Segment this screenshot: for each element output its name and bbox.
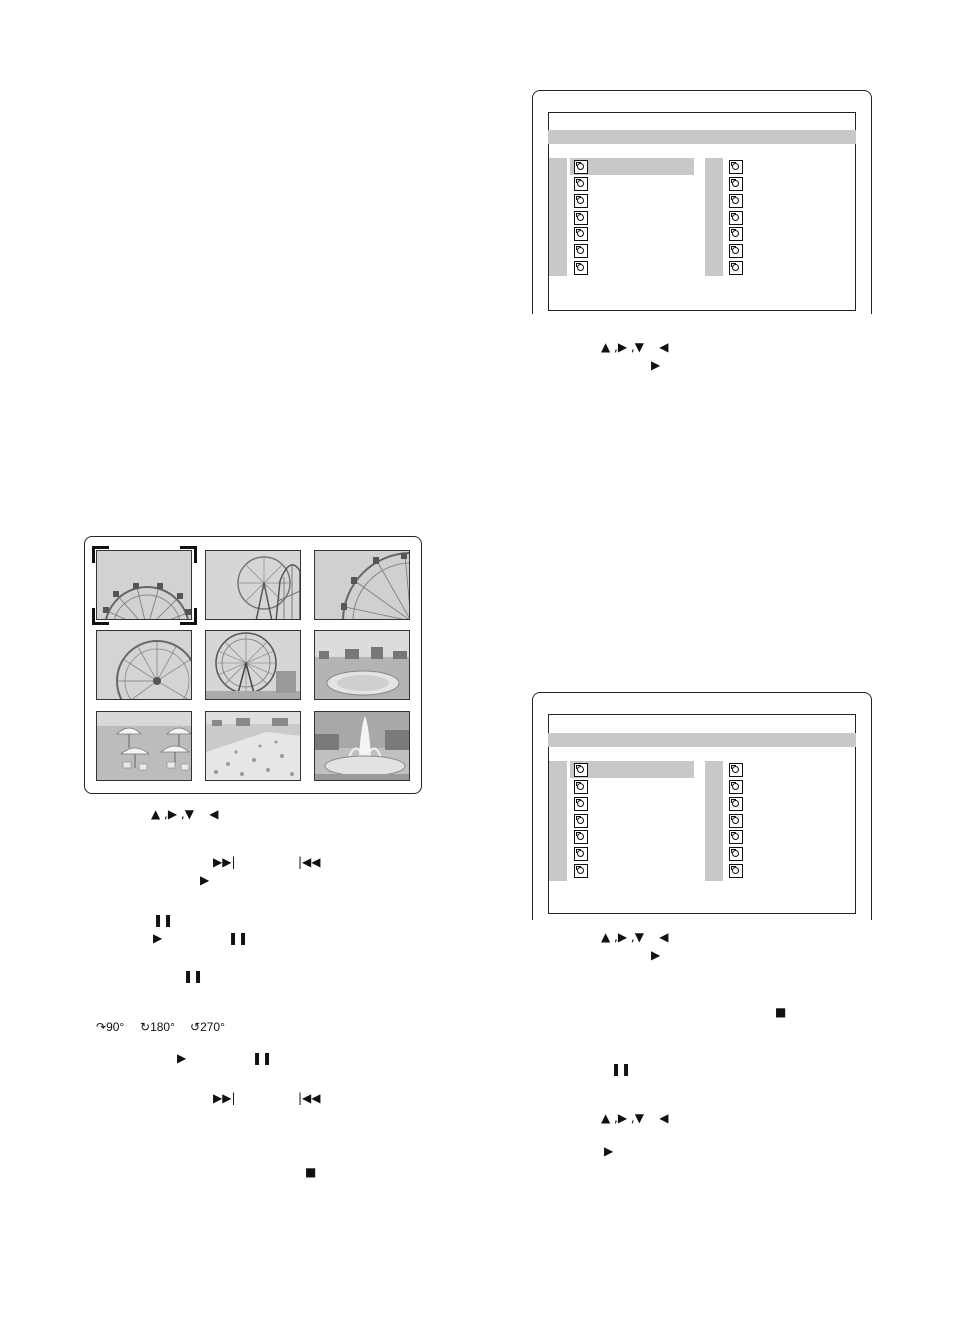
park-umbrellas-photo-icon: [97, 712, 191, 780]
folder-column-left: [549, 761, 567, 881]
ferris-wheel-rollercoaster-photo-icon: [206, 551, 300, 619]
thumbnail-4[interactable]: [96, 630, 192, 700]
thumbnail-3[interactable]: [314, 550, 410, 620]
file-icon[interactable]: [729, 763, 743, 777]
file-icon[interactable]: [574, 864, 588, 878]
ferris-wheel-full-photo-icon: [206, 631, 300, 699]
file-list-header-bar: [548, 733, 856, 747]
play-icon: ▶: [604, 1144, 614, 1158]
thumbnail-8[interactable]: [205, 711, 301, 781]
thumbnail-9[interactable]: [314, 711, 410, 781]
selection-corner-bl: [92, 608, 109, 625]
next-icon: ▶▶|: [213, 855, 236, 869]
pause-icon: ❚❚: [153, 913, 174, 927]
thumbnail-5[interactable]: [205, 630, 301, 700]
thumbnail-1[interactable]: [96, 550, 192, 620]
file-icon[interactable]: [574, 763, 588, 777]
file-icon[interactable]: [729, 780, 743, 794]
arrow-up-right-down-icon: ▲ ,▶ ,▼ ◀: [151, 807, 219, 821]
file-icon[interactable]: [574, 780, 588, 794]
folder-column-right: [705, 158, 723, 276]
arrow-up-right-down-icon: ▲ ,▶ ,▼ ◀: [601, 1111, 669, 1125]
play-icon: ▶: [177, 1051, 187, 1065]
selection-corner-tl: [92, 546, 109, 563]
file-list-screen-1: [548, 112, 856, 311]
file-icon[interactable]: [729, 830, 743, 844]
next-icon: ▶▶|: [213, 1091, 236, 1105]
file-icon[interactable]: [729, 194, 743, 208]
fountain-photo-icon: [315, 712, 409, 780]
ferris-wheel-edge-photo-icon: [315, 551, 409, 619]
selection-corner-tr: [180, 546, 197, 563]
file-icon[interactable]: [574, 211, 588, 225]
ferris-wheel-photo-icon: [97, 551, 191, 619]
selected-file-row[interactable]: [570, 158, 694, 175]
prev-icon: |◀◀: [298, 1091, 321, 1105]
file-icon[interactable]: [729, 244, 743, 258]
selected-file-row[interactable]: [570, 761, 694, 778]
file-list-header-bar: [548, 130, 856, 144]
arrow-up-right-down-icon: ▲ ,▶ ,▼ ◀: [601, 340, 669, 354]
thumbnail-2[interactable]: [205, 550, 301, 620]
file-list-panel-1: [532, 90, 872, 314]
play-icon: ▶: [651, 948, 661, 962]
rotate-90-label: ↷90°: [96, 1020, 125, 1034]
flower-field-photo-icon: [206, 712, 300, 780]
file-icon[interactable]: [729, 227, 743, 241]
file-icon[interactable]: [574, 194, 588, 208]
file-icon[interactable]: [574, 830, 588, 844]
thumbnail-6[interactable]: [314, 630, 410, 700]
stop-icon: ■: [775, 1005, 787, 1019]
arrow-up-right-down-icon: ▲ ,▶ ,▼ ◀: [601, 930, 669, 944]
file-list-screen-2: [548, 714, 856, 914]
play-icon: ▶: [153, 931, 163, 945]
pause-icon: ❚❚: [228, 931, 249, 945]
prev-icon: |◀◀: [298, 855, 321, 869]
selection-corner-br: [180, 608, 197, 625]
ferris-wheel-photo-icon: [97, 631, 191, 699]
rotate-90-text: 90°: [106, 1020, 125, 1034]
file-icon[interactable]: [729, 211, 743, 225]
rotate-180-text: 180°: [150, 1020, 175, 1034]
stop-icon: ■: [305, 1165, 317, 1179]
file-icon[interactable]: [729, 814, 743, 828]
file-icon[interactable]: [729, 847, 743, 861]
play-icon: ▶: [651, 358, 661, 372]
folder-column-left: [549, 158, 567, 276]
file-icon[interactable]: [729, 797, 743, 811]
file-icon[interactable]: [729, 177, 743, 191]
file-icon[interactable]: [729, 261, 743, 275]
file-icon[interactable]: [574, 847, 588, 861]
folder-column-right: [705, 761, 723, 881]
park-flowerbed-photo-icon: [315, 631, 409, 699]
file-icon[interactable]: [574, 814, 588, 828]
rotate-270-text: 270°: [200, 1020, 225, 1034]
thumbnail-7[interactable]: [96, 711, 192, 781]
thumbnail-grid-panel: [84, 536, 422, 794]
file-icon[interactable]: [574, 177, 588, 191]
file-icon[interactable]: [729, 864, 743, 878]
pause-icon: ❚❚: [252, 1051, 273, 1065]
file-icon[interactable]: [574, 261, 588, 275]
file-icon[interactable]: [574, 160, 588, 174]
rotate-180-label: ↻180°: [140, 1020, 175, 1034]
file-icon[interactable]: [574, 797, 588, 811]
play-icon: ▶: [200, 873, 210, 887]
pause-icon: ❚❚: [611, 1062, 632, 1076]
file-icon[interactable]: [574, 227, 588, 241]
rotate-270-label: ↺270°: [190, 1020, 225, 1034]
file-list-panel-2: [532, 692, 872, 920]
file-icon[interactable]: [574, 244, 588, 258]
pause-icon: ❚❚: [183, 969, 204, 983]
file-icon[interactable]: [729, 160, 743, 174]
